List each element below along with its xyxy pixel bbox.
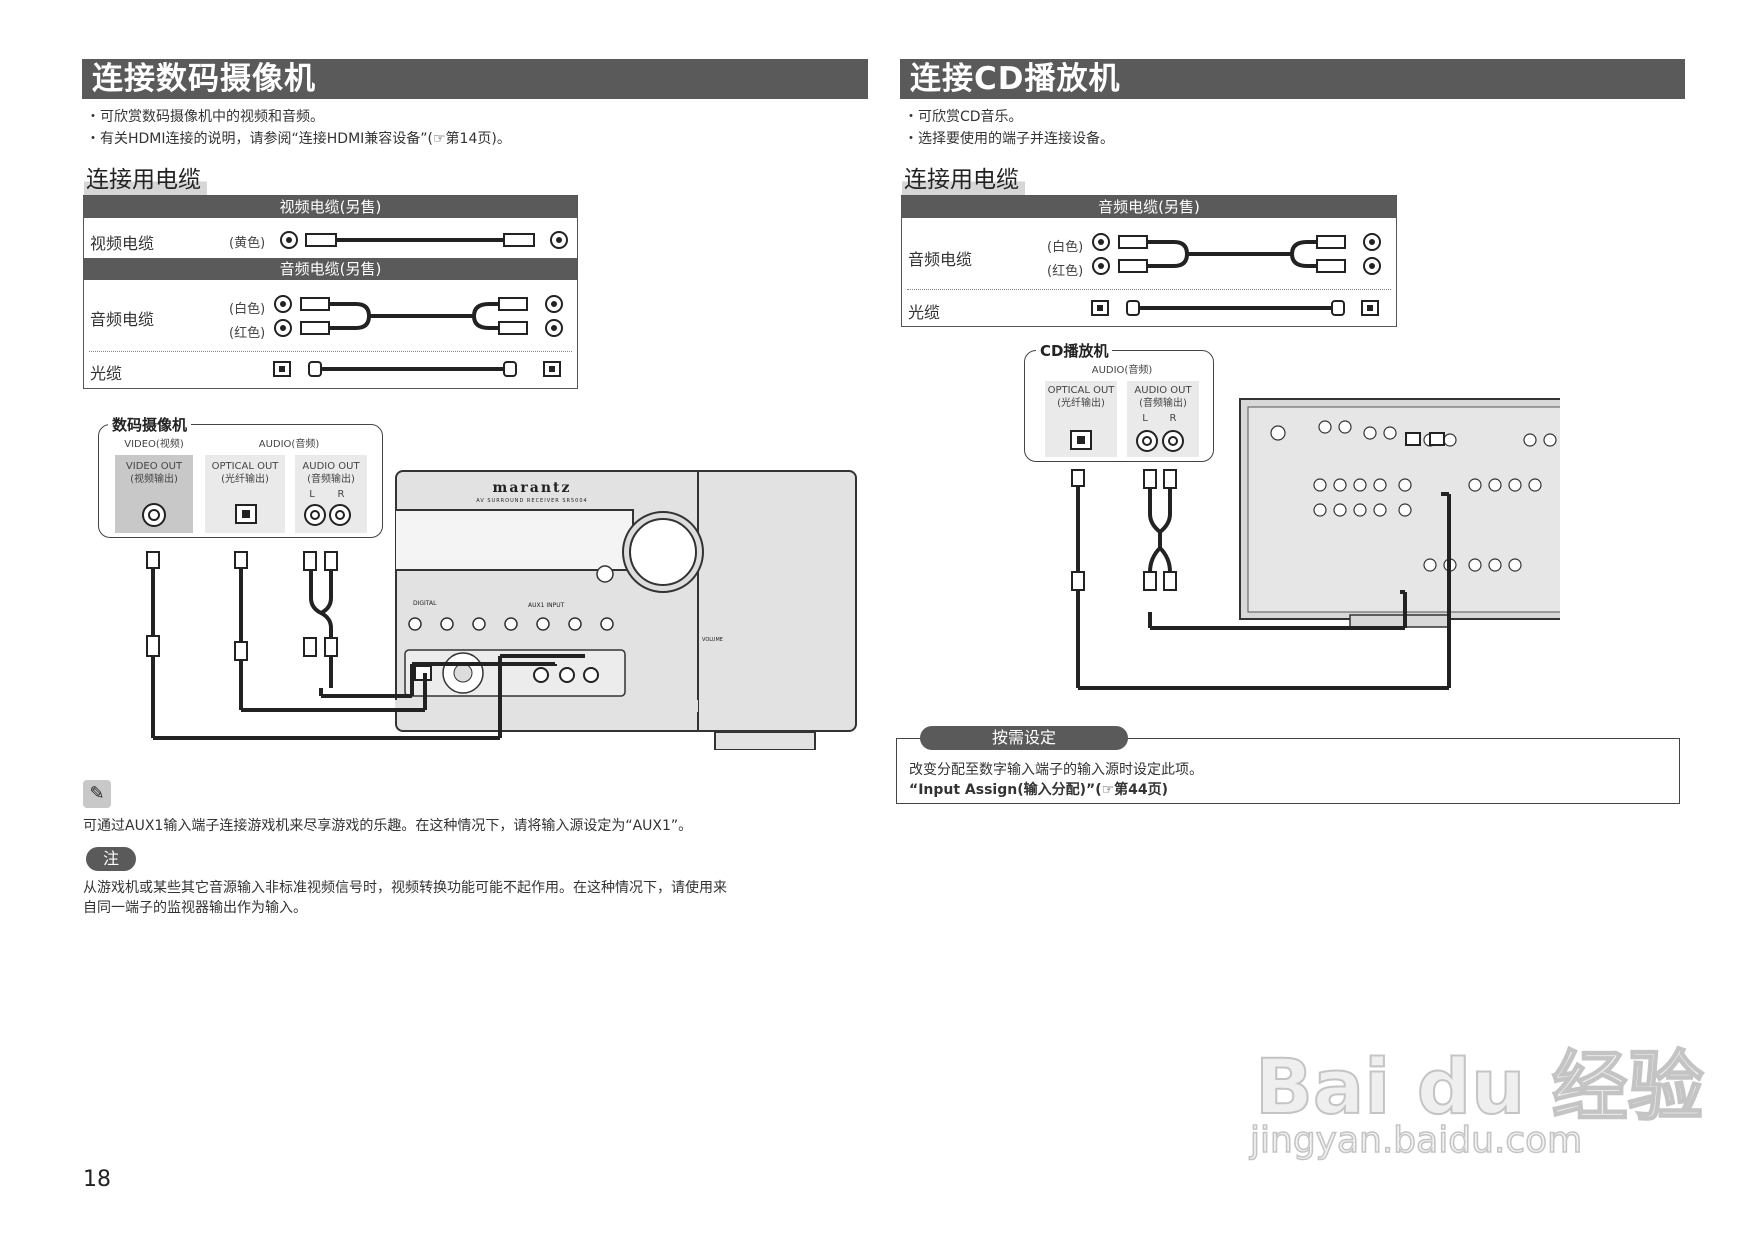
video-out-cn: (视频输出) (130, 474, 178, 485)
audio-cable-label-right: 音频电缆 (908, 250, 973, 269)
cd-audio-cn: (音频输出) (1139, 398, 1187, 409)
setting-line-1: 改变分配至数字输入端子的输入源时设定此项。 (909, 762, 1203, 778)
cd-optical-label: OPTICAL OUT (1047, 385, 1115, 396)
audio-out-cn: (音频输出) (307, 474, 355, 485)
left-connection-cables (146, 551, 585, 740)
section-title-right: 连接CD播放机 (900, 59, 1685, 99)
receiver-model: AV SURROUND RECEIVER SR5004 (476, 498, 588, 504)
video-out-label: VIDEO OUT (125, 461, 183, 472)
optical-cable-icon-right (1091, 300, 1379, 316)
audio-cable-label: 音频电缆 (90, 310, 155, 329)
watermark-url: jingyan.baidu.com (1249, 1119, 1583, 1162)
audio-cable-header-right: 音频电缆(另售) (902, 196, 1396, 218)
front-buttons (408, 617, 614, 631)
camcorder-jacks (142, 503, 351, 527)
cable-drawings-left (273, 231, 568, 377)
optical-cable-icon (273, 361, 561, 377)
optical-out-cn: (光纤输出) (221, 474, 269, 485)
cable-table-left: 视频电缆(另售) 视频电缆 (黄色) 音频电缆(另售) 音频电缆 (白色) (红… (83, 195, 578, 389)
cd-jacks (1070, 430, 1184, 452)
volume-label: VOLUME (702, 637, 723, 643)
note-label: 注 (86, 847, 136, 871)
l-label: L (309, 489, 315, 500)
video-group-label: VIDEO(视频) (124, 439, 184, 450)
audio-white-note: (白色) (229, 302, 266, 317)
note-line-1: 从游戏机或某些其它音源输入非标准视频信号时，视频转换功能可能不起作用。在这种情况… (83, 880, 727, 896)
pencil-icon: ✎ (83, 780, 111, 808)
receiver-brand: marantz (492, 480, 572, 496)
audio-cable-icon (274, 295, 563, 337)
row-divider-right (907, 289, 1391, 290)
bullet-right-2: ・选择要使用的端子并连接设备。 (904, 131, 1114, 147)
watermark-logo: Bai du 经验 (1254, 1041, 1705, 1132)
video-color-note: (黄色) (229, 236, 266, 251)
row-divider (89, 351, 572, 352)
audio-cable-header: 音频电缆(另售) (84, 258, 577, 280)
cable-drawings-right (1091, 233, 1381, 316)
camcorder-panel: VIDEO(视频) AUDIO(音频) VIDEO OUT (视频输出) OPT… (98, 424, 383, 538)
bullet-right-1: ・可欣赏CD音乐。 (904, 109, 1023, 125)
subheading-left: 连接用电缆 (84, 160, 207, 196)
r-label: R (337, 489, 345, 500)
setting-label: 按需设定 (920, 726, 1128, 750)
right-connection-cables (1071, 469, 1451, 690)
optical-out-label: OPTICAL OUT (211, 461, 279, 472)
camcorder-title: 数码摄像机 (108, 414, 192, 435)
page-number: 18 (83, 1167, 111, 1192)
cd-audio-group-label: AUDIO(音频) (1091, 365, 1153, 376)
audio-out-label: AUDIO OUT (302, 461, 360, 472)
audio-group-label: AUDIO(音频) (258, 439, 320, 450)
optical-cable-label: 光缆 (90, 364, 123, 383)
bullet-2: ・有关HDMI连接的说明，请参阅“连接HDMI兼容设备”(☞第14页)。 (86, 131, 511, 147)
tip-text: 可通过AUX1输入端子连接游戏机来尽享游戏的乐趣。在这种情况下，请将输入源设定为… (83, 818, 693, 834)
receiver-drawing (395, 472, 816, 750)
video-cable-icon (280, 231, 568, 249)
audio-red-note-right: (红色) (1047, 264, 1084, 279)
bullet-1: ・可欣赏数码摄像机中的视频和音频。 (86, 109, 324, 125)
cable-table-right: 音频电缆(另售) 音频电缆 (白色) (红色) 光缆 (901, 195, 1397, 327)
audio-cable-icon-right (1092, 233, 1381, 275)
setting-line-2: “Input Assign(输入分配)”(☞第44页) (909, 782, 1169, 798)
cd-l-label: L (1142, 413, 1148, 424)
setting-box: 改变分配至数字输入端子的输入源时设定此项。 “Input Assign(输入分配… (896, 738, 1680, 804)
audio-red-note: (红色) (229, 326, 266, 341)
cd-player-panel: AUDIO(音频) OPTICAL OUT (光纤输出) AUDIO OUT (… (1024, 350, 1214, 462)
aux1-label: AUX1 INPUT (528, 602, 565, 609)
cd-player-title: CD播放机 (1036, 340, 1113, 361)
cd-r-label: R (1169, 413, 1177, 424)
cd-audio-label: AUDIO OUT (1134, 385, 1192, 396)
digital-label: DIGITAL (413, 600, 437, 607)
cd-optical-cn: (光纤输出) (1057, 398, 1105, 409)
note-line-2: 自同一端子的监视器输出作为输入。 (83, 900, 307, 916)
subheading-right: 连接用电缆 (902, 160, 1025, 196)
video-cable-label: 视频电缆 (90, 234, 155, 253)
section-title-left: 连接数码摄像机 (82, 59, 868, 99)
video-cable-header: 视频电缆(另售) (84, 196, 577, 218)
optical-cable-label-right: 光缆 (908, 303, 941, 322)
audio-white-note-right: (白色) (1047, 240, 1084, 255)
